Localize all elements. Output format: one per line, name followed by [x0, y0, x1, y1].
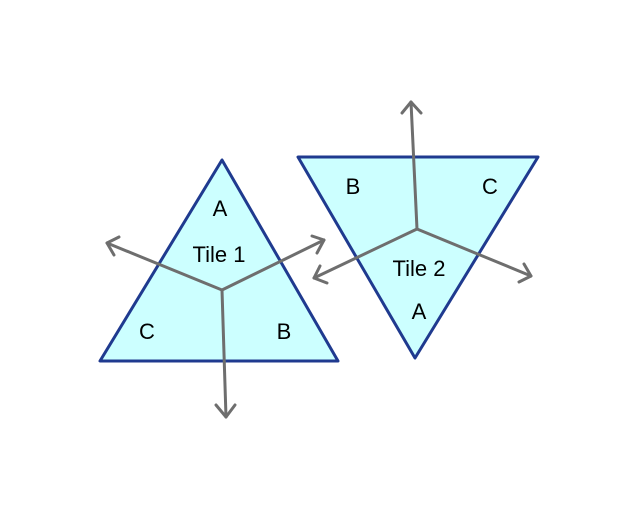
tile-2-divider-right	[415, 227, 533, 278]
tile-1-divider-bottom	[220, 288, 228, 419]
tile-1-label-top: A	[213, 196, 228, 221]
tile-2-label-bottom: A	[412, 299, 427, 324]
tile-1-arrowhead-right	[310, 234, 326, 255]
tile-1-label-left: C	[139, 319, 155, 344]
tile-2-title: Tile 2	[393, 256, 446, 281]
tile-2-arrowhead-left	[312, 264, 329, 285]
tile-2-divider-top	[409, 100, 419, 231]
tile-1-arrowhead-bottom	[214, 403, 237, 419]
tile-2-label-right: C	[482, 174, 498, 199]
tile-1-divider-left	[105, 241, 224, 292]
tile-1-label-right: B	[277, 319, 292, 344]
tile-1-title: Tile 1	[193, 242, 246, 267]
tile-2-label-left: B	[346, 174, 361, 199]
tile-2-divider-left	[312, 227, 419, 280]
tile-1-divider-right	[220, 238, 326, 292]
tile-2-arrowhead-top	[400, 100, 423, 115]
tile-2: B C Tile 2 A	[296, 100, 540, 360]
tile-2-arrowhead-right	[517, 262, 533, 284]
tile-1-arrowhead-left	[105, 235, 121, 257]
tile-1: A Tile 1 C B	[98, 158, 340, 419]
